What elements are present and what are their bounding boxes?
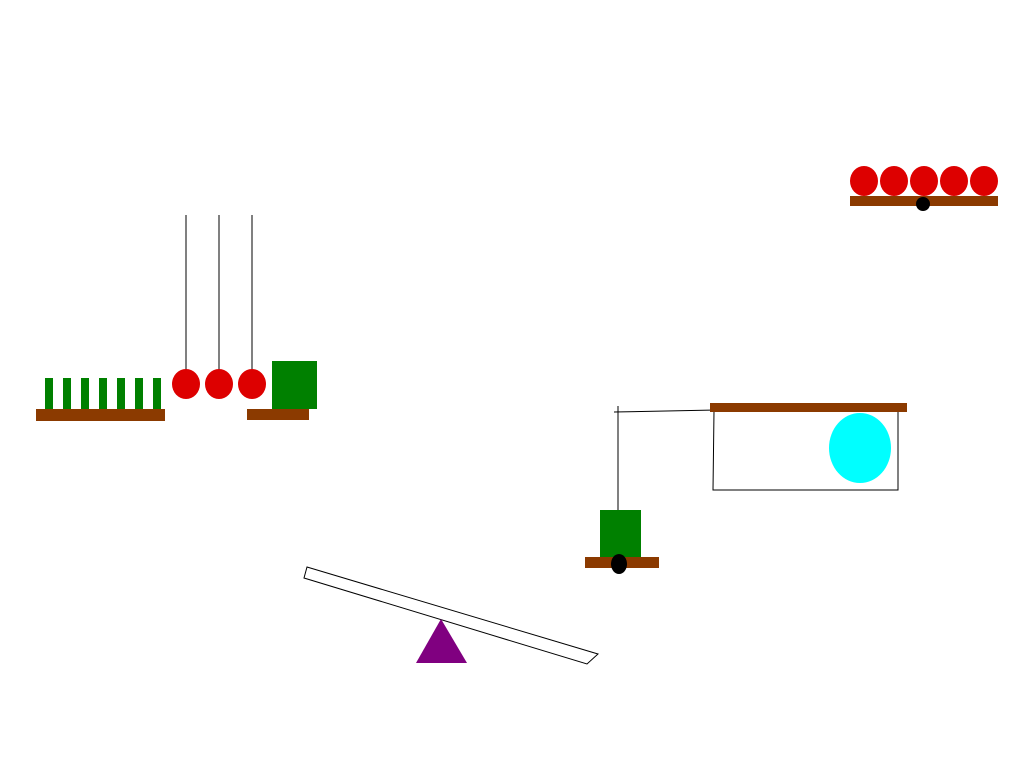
lever-beam[interactable] <box>303 566 599 665</box>
pendulum-ball-2[interactable] <box>205 369 233 399</box>
domino-6[interactable] <box>135 378 143 409</box>
domino-row[interactable] <box>36 378 165 421</box>
seesaw-lever[interactable] <box>303 566 599 665</box>
row-ball-3[interactable] <box>910 166 938 196</box>
domino-5[interactable] <box>117 378 125 409</box>
row-ball-1[interactable] <box>850 166 878 196</box>
cage-with-cyan-ball[interactable] <box>710 403 907 491</box>
ball-row-on-balance-plank[interactable] <box>850 166 998 211</box>
domino-2[interactable] <box>63 378 71 409</box>
balance-pivot[interactable] <box>916 197 930 211</box>
fulcrum-triangle[interactable] <box>416 619 467 663</box>
domino-4[interactable] <box>99 378 107 409</box>
hanging-ball-pendulums[interactable] <box>172 215 266 399</box>
green-block-on-shelf[interactable] <box>247 361 317 420</box>
domino-3[interactable] <box>81 378 89 409</box>
pulley-weight-block[interactable] <box>585 406 717 574</box>
cage-top-plank[interactable] <box>710 403 907 412</box>
row-ball-2[interactable] <box>880 166 908 196</box>
row-ball-4[interactable] <box>940 166 968 196</box>
domino-7[interactable] <box>153 378 161 409</box>
row-ball-5[interactable] <box>970 166 998 196</box>
cyan-target-ball[interactable] <box>829 413 891 483</box>
domino-1[interactable] <box>45 378 53 409</box>
block-shelf-plank[interactable] <box>247 409 309 420</box>
green-block[interactable] <box>272 361 317 409</box>
domino-shelf-plank[interactable] <box>36 409 165 421</box>
pendulum-ball-1[interactable] <box>172 369 200 399</box>
pulley-block[interactable] <box>600 510 641 558</box>
pulley-horizontal-rope <box>613 409 717 413</box>
pendulum-ball-3[interactable] <box>238 369 266 399</box>
cage-outline <box>712 410 899 491</box>
pulley-block-pivot[interactable] <box>611 554 627 574</box>
